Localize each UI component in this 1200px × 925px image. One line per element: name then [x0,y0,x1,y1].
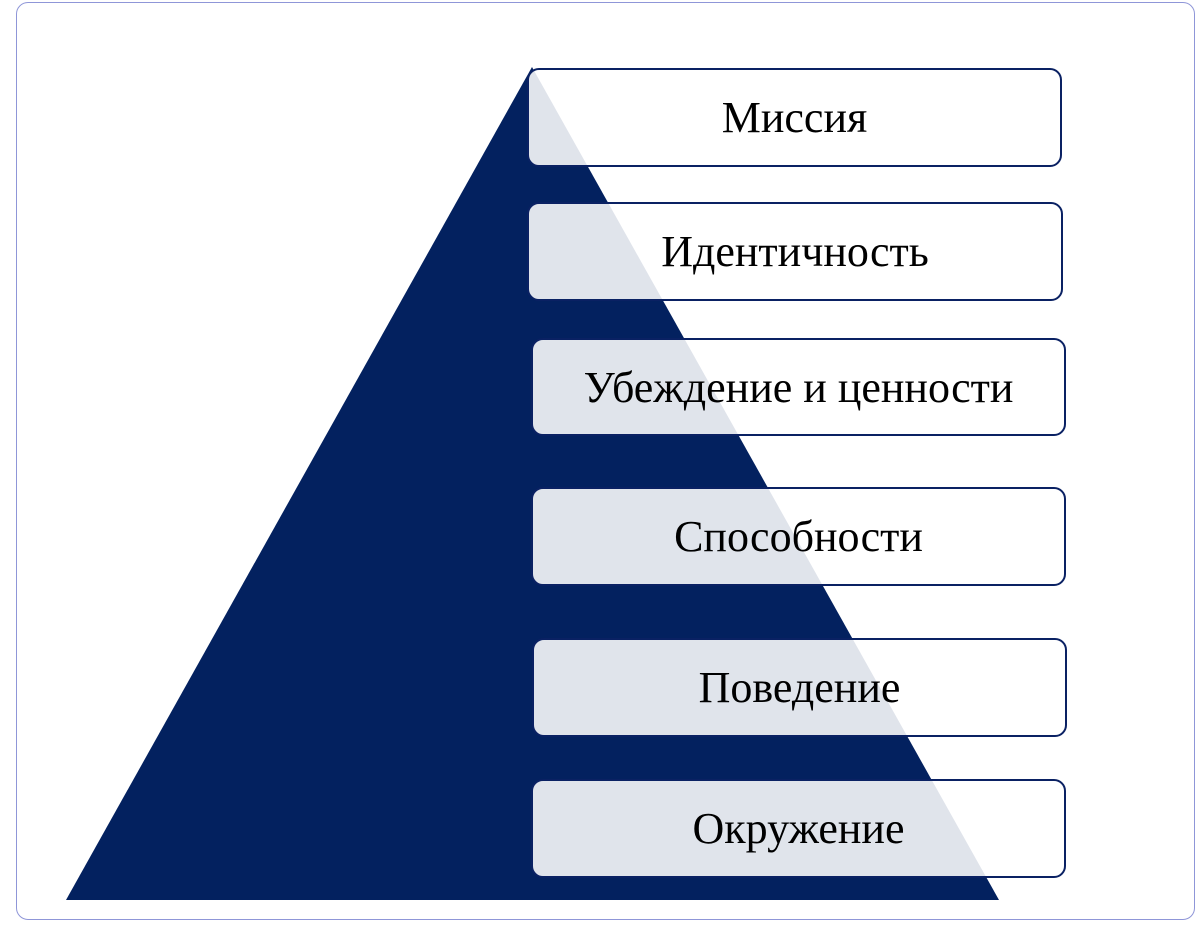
level-box-environment: Окружение [531,779,1066,878]
level-box-identity: Идентичность [527,202,1063,301]
level-box-behavior: Поведение [532,638,1067,737]
level-label: Идентичность [661,227,929,276]
level-label: Миссия [721,93,868,142]
level-label: Окружение [692,804,905,853]
level-box-beliefs-values: Убеждение и ценности [531,338,1066,436]
level-box-capabilities: Способности [531,487,1066,586]
level-box-mission: Миссия [527,68,1062,167]
level-label: Поведение [698,663,901,712]
level-label: Убеждение и ценности [583,362,1014,412]
level-label: Способности [674,512,923,561]
